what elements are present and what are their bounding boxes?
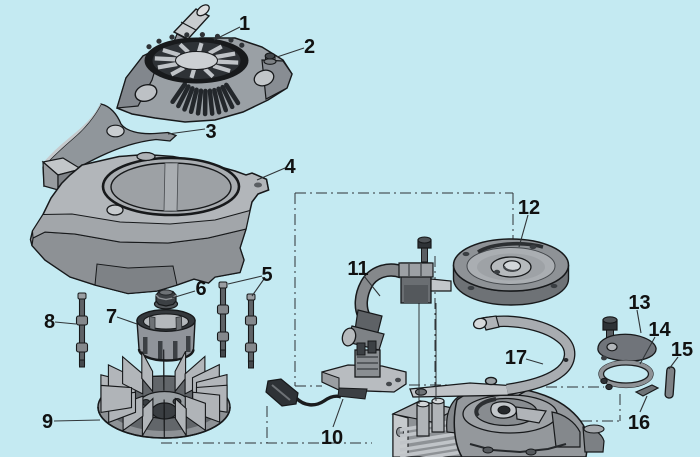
- svg-text:4: 4: [284, 156, 296, 178]
- svg-text:8: 8: [44, 311, 55, 333]
- svg-text:16: 16: [628, 412, 650, 434]
- svg-text:11: 11: [347, 258, 368, 280]
- svg-text:1: 1: [239, 13, 250, 35]
- svg-text:15: 15: [671, 339, 693, 361]
- svg-text:3: 3: [205, 121, 216, 143]
- svg-text:12: 12: [518, 197, 540, 219]
- svg-text:6: 6: [195, 278, 206, 300]
- svg-text:10: 10: [321, 427, 343, 449]
- svg-text:2: 2: [304, 36, 315, 58]
- svg-text:13: 13: [628, 292, 650, 314]
- svg-text:5: 5: [261, 264, 272, 286]
- svg-text:9: 9: [42, 411, 53, 433]
- svg-text:17: 17: [505, 347, 527, 369]
- svg-text:7: 7: [106, 306, 117, 328]
- svg-text:14: 14: [648, 319, 671, 341]
